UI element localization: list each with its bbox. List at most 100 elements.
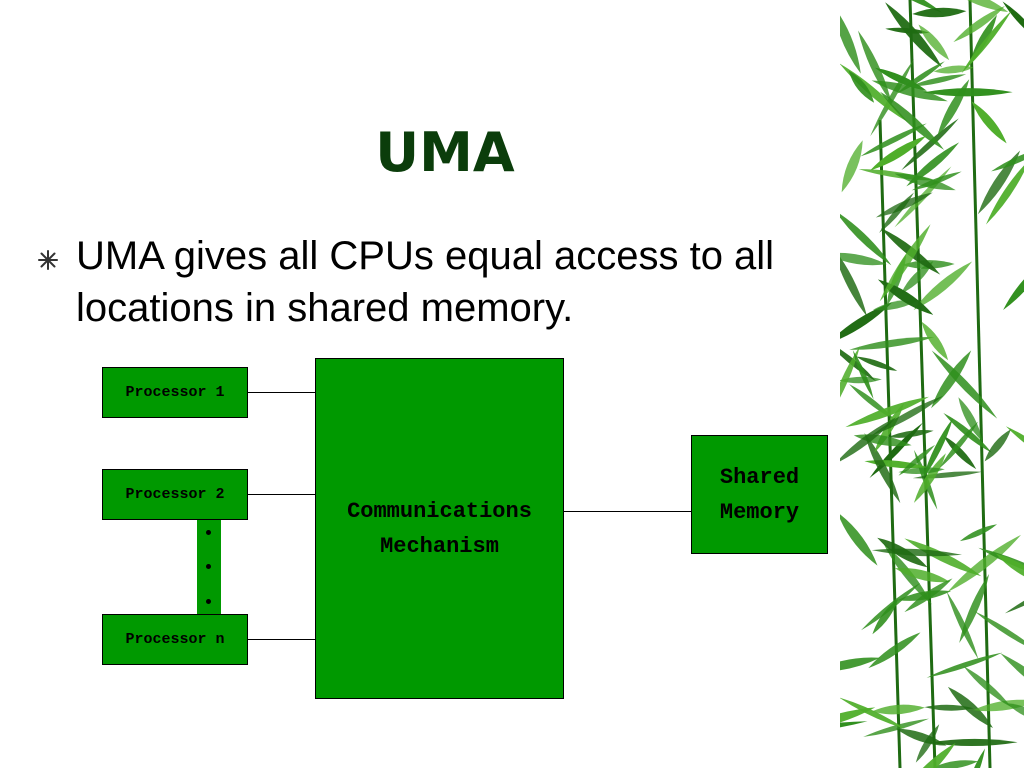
bamboo-leaf	[947, 686, 993, 728]
processor-1-box: Processor 1	[102, 367, 248, 418]
bamboo-leaf	[896, 61, 945, 94]
bamboo-leaf	[840, 346, 860, 419]
bamboo-leaf	[933, 65, 974, 74]
bamboo-stem	[908, 0, 937, 768]
bamboo-leaf	[845, 396, 929, 428]
bamboo-leaf	[915, 724, 940, 763]
bamboo-leaf	[1002, 1, 1024, 43]
bamboo-leaf	[959, 574, 990, 644]
bamboo-leaf	[913, 261, 973, 311]
bamboo-leaf	[971, 101, 1007, 144]
ellipsis-dot	[206, 564, 211, 569]
bamboo-leaf	[874, 67, 927, 91]
bamboo-leaves-image	[840, 0, 1024, 768]
bamboo-leaf	[991, 147, 1024, 172]
bamboo-leaf	[849, 336, 935, 350]
bamboo-leaf	[879, 224, 931, 302]
bamboo-leaf	[947, 534, 1021, 593]
bamboo-leaf	[926, 652, 1003, 678]
bamboo-leaf	[1006, 703, 1024, 723]
bamboo-leaf	[840, 707, 876, 733]
bamboo-leaf	[871, 80, 948, 102]
bamboo-leaf	[947, 0, 1009, 12]
processor-ellipsis	[197, 519, 221, 615]
bamboo-leaf	[896, 728, 947, 746]
bamboo-leaf	[909, 74, 967, 87]
bamboo-leaf	[840, 4, 861, 74]
bamboo-leaf	[863, 718, 930, 737]
bamboo-leaf	[923, 418, 953, 479]
bamboo-leaf	[880, 91, 945, 150]
bamboo-leaf	[871, 548, 962, 557]
connector-line-memory	[564, 511, 691, 512]
bamboo-leaf	[840, 657, 880, 672]
bamboo-leaf	[840, 302, 893, 345]
bamboo-leaf	[868, 0, 943, 13]
bamboo-leaf	[904, 538, 982, 577]
bamboo-leaf	[852, 350, 874, 400]
bamboo-stem	[968, 0, 992, 768]
bamboo-leaf	[946, 591, 979, 660]
bamboo-leaf	[864, 433, 901, 504]
bamboo-leaf	[848, 70, 875, 103]
ellipsis-dot	[206, 530, 211, 535]
bamboo-leaf	[860, 123, 927, 157]
bamboo-leaf	[900, 742, 956, 768]
bamboo-leaf	[840, 512, 878, 566]
bamboo-leaf	[943, 435, 977, 470]
bamboo-leaf	[913, 453, 946, 503]
asterisk-bullet-icon	[38, 250, 58, 270]
bamboo-leaf	[841, 140, 863, 193]
bamboo-leaf	[901, 261, 934, 294]
bamboo-leaf	[1005, 426, 1024, 470]
communications-mechanism-box: Communications Mechanism	[315, 358, 564, 699]
bamboo-leaf	[871, 704, 925, 715]
bamboo-leaf	[977, 150, 1021, 215]
bamboo-leaf	[906, 142, 960, 187]
bamboo-leaf	[966, 748, 985, 768]
bamboo-leaf	[871, 395, 944, 436]
bamboo-leaf	[879, 192, 914, 233]
bamboo-leaf	[953, 6, 1005, 43]
connector-line-processor-n	[248, 639, 315, 640]
connector-line-processor-2	[248, 494, 315, 495]
bamboo-leaf	[1000, 653, 1024, 708]
bamboo-leaf	[840, 247, 868, 317]
processor-n-box: Processor n	[102, 614, 248, 665]
bamboo-leaf	[870, 135, 927, 171]
bamboo-leaf	[868, 632, 921, 669]
bamboo-leaf	[928, 738, 1018, 747]
bamboo-leaf	[901, 118, 959, 171]
bamboo-leaf	[924, 704, 974, 711]
bamboo-leaf	[918, 24, 950, 61]
bamboo-leaf	[877, 279, 934, 315]
bamboo-leaf	[921, 321, 949, 361]
bamboo-leaf	[986, 159, 1024, 225]
ellipsis-dot	[206, 599, 211, 604]
bamboo-leaf	[898, 467, 945, 474]
bamboo-leaf	[923, 88, 1013, 97]
bamboo-leaf	[894, 567, 951, 583]
bamboo-leaf	[885, 2, 942, 68]
bullet-text: UMA gives all CPUs equal access to all l…	[76, 234, 775, 330]
bamboo-leaf	[840, 721, 868, 734]
shared-memory-box: Shared Memory	[691, 435, 828, 554]
bamboo-leaf	[898, 444, 936, 476]
bamboo-leaf	[840, 210, 892, 266]
bamboo-leaf	[984, 429, 1011, 462]
bamboo-leaf	[1003, 258, 1024, 310]
bamboo-leaf	[932, 760, 979, 768]
slide-title: UMA	[375, 121, 515, 184]
bamboo-leaf	[995, 553, 1024, 586]
bamboo-leaf	[904, 578, 953, 613]
bamboo-leaf	[958, 397, 983, 442]
bamboo-leaf	[840, 417, 897, 465]
bamboo-leaf	[840, 697, 905, 729]
bamboo-leaf	[1004, 570, 1024, 614]
bamboo-leaf	[931, 350, 972, 409]
bamboo-leaf	[937, 79, 970, 136]
bamboo-leaf	[963, 666, 1012, 708]
bamboo-leaf	[974, 611, 1024, 654]
bamboo-leaf	[931, 350, 998, 419]
